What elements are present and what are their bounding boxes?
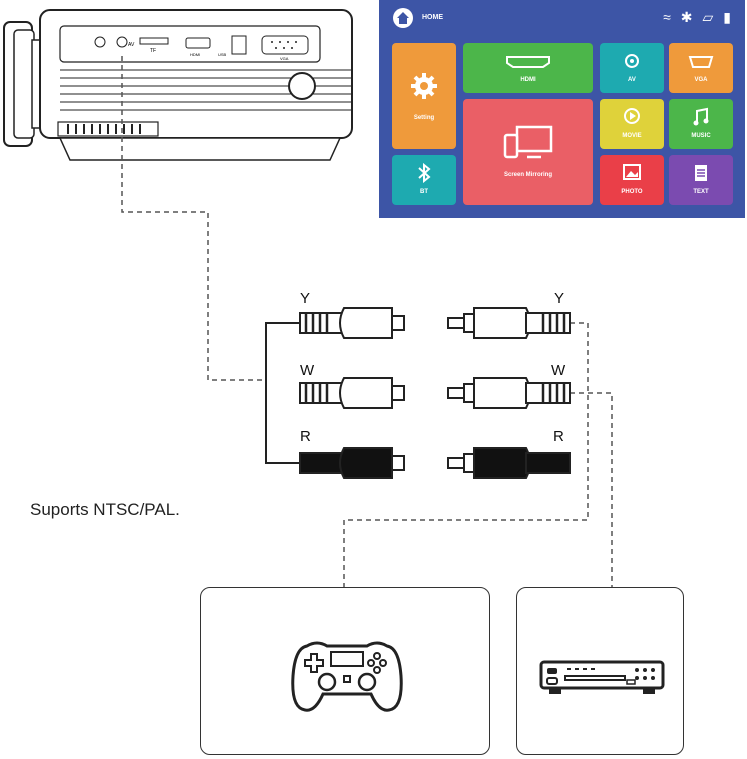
screen-mirroring-icon	[503, 125, 553, 159]
left-plug-r	[299, 447, 405, 479]
game-console-device	[200, 587, 490, 755]
right-label-y: Y	[554, 290, 565, 307]
tile-bt[interactable]: BT	[392, 155, 456, 205]
tile-movie-label: MOVIE	[622, 133, 642, 139]
gamepad-icon	[291, 641, 403, 712]
tile-screen-mirroring[interactable]: Screen Mirroring	[463, 99, 593, 205]
port-label-hdmi: HDMI	[190, 52, 200, 57]
port-label-usb: USB	[218, 52, 227, 57]
music-icon	[693, 107, 709, 126]
left-label-r: R	[300, 428, 311, 445]
right-plug-y	[447, 307, 571, 339]
tile-music[interactable]: MUSIC	[669, 99, 733, 149]
tile-vga[interactable]: VGA	[669, 43, 733, 93]
left-label-y: Y	[300, 290, 311, 307]
av-icon	[625, 54, 639, 68]
right-plug-w	[447, 377, 571, 409]
bluetooth-icon: ✱	[680, 9, 693, 25]
dvd-player-icon	[539, 660, 665, 694]
right-plug-r	[447, 447, 571, 479]
tile-photo-label: PHOTO	[621, 189, 643, 195]
dvd-player-device	[516, 587, 684, 755]
home-title: HOME	[422, 14, 443, 21]
bluetooth-icon	[418, 163, 431, 183]
gear-icon	[411, 73, 437, 99]
tile-music-label: MUSIC	[691, 133, 711, 139]
vga-icon	[688, 56, 714, 68]
tile-screen-mirroring-label: Screen Mirroring	[503, 172, 552, 178]
status-bar: ≈ ✱ ▱ ▮	[663, 9, 731, 25]
port-label-tf: TF	[150, 48, 156, 54]
tile-av[interactable]: AV	[600, 43, 664, 93]
tile-setting-label: Setting	[413, 115, 435, 121]
port-label-av: AV	[128, 42, 135, 48]
tile-hdmi-label: HDMI	[520, 77, 536, 83]
wifi-icon: ≈	[663, 9, 671, 25]
port-label-vga: VGA	[280, 56, 289, 61]
right-label-w: W	[551, 362, 566, 379]
sd-card-icon: ▮	[723, 9, 731, 25]
tile-vga-label: VGA	[694, 77, 708, 83]
projector-illustration: AV TF HDMI USB VGA	[3, 9, 353, 161]
tile-av-label: AV	[628, 77, 636, 83]
tile-hdmi[interactable]: HDMI	[463, 43, 593, 93]
tile-bt-label: BT	[420, 189, 428, 195]
format-support-note: Suports NTSC/PAL.	[30, 500, 180, 519]
usb-icon: ▱	[702, 9, 714, 25]
tile-setting[interactable]: Setting	[392, 43, 456, 149]
play-icon	[624, 108, 640, 124]
document-icon	[695, 165, 707, 181]
home-icon[interactable]	[393, 8, 413, 28]
tile-movie[interactable]: MOVIE	[600, 99, 664, 149]
tile-text[interactable]: TEXT	[669, 155, 733, 205]
photo-icon	[623, 164, 641, 180]
left-plug-y	[299, 307, 405, 339]
projector-home-screen: HOME ≈ ✱ ▱ ▮ Setting HDMI AV	[379, 0, 745, 218]
hdmi-icon	[506, 56, 550, 68]
right-label-r: R	[553, 428, 564, 445]
left-plug-w	[299, 377, 405, 409]
tile-photo[interactable]: PHOTO	[600, 155, 664, 205]
tile-text-label: TEXT	[693, 189, 709, 195]
left-label-w: W	[300, 362, 315, 379]
